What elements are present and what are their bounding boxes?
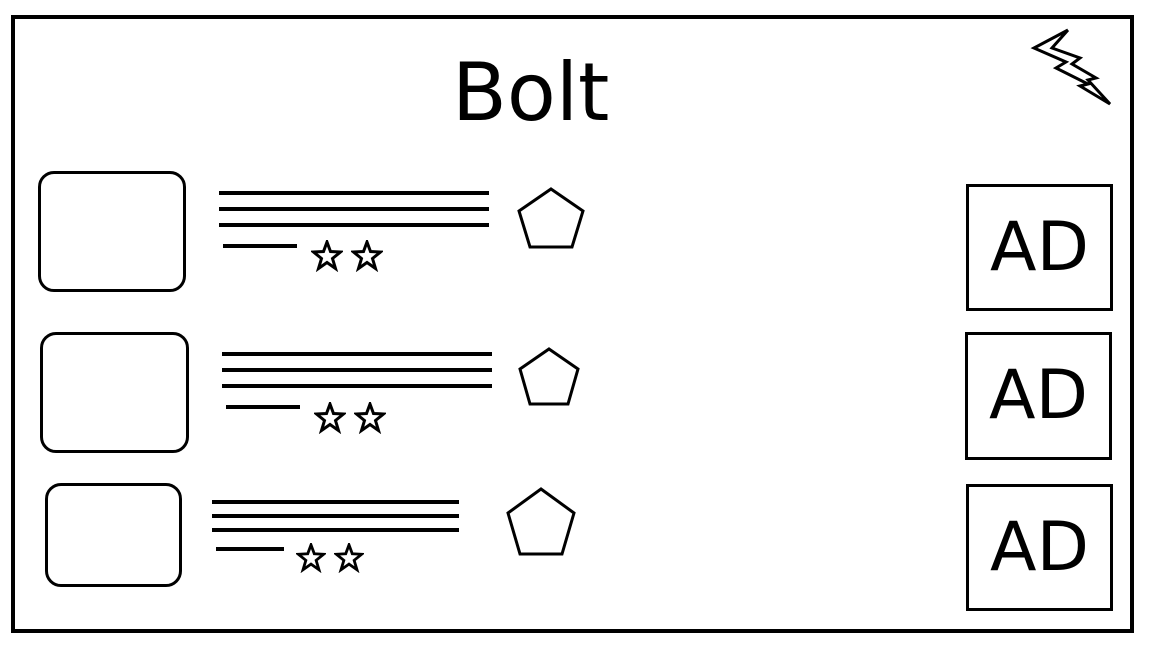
lightning-bolt-icon[interactable] [1030,28,1114,108]
app-title: Bolt [452,46,610,139]
item-text-line [222,384,492,388]
pentagon-icon[interactable] [517,347,581,407]
star-rating [314,402,386,434]
item-text-line-short [216,547,284,551]
item-text-line-short [226,405,300,409]
item-text-line [212,514,459,518]
item-text-line [222,368,492,372]
star-icon [354,402,386,434]
pentagon-icon[interactable] [516,187,586,251]
item-thumbnail[interactable] [40,332,189,453]
pentagon-icon[interactable] [505,487,577,557]
item-text-line [212,528,459,532]
ad-banner[interactable]: AD [966,484,1113,611]
item-text-line [212,500,459,504]
app-window [11,15,1134,633]
ad-label: AD [990,207,1089,287]
ad-label: AD [989,356,1088,435]
star-icon [334,543,364,573]
star-rating [311,240,383,272]
item-thumbnail[interactable] [38,171,186,292]
item-text-line-short [223,244,297,248]
item-text-line [219,223,489,227]
item-text-line [219,191,489,195]
item-text-line [222,352,492,356]
star-rating [296,543,364,573]
ad-banner[interactable]: AD [966,184,1113,311]
star-icon [351,240,383,272]
item-thumbnail[interactable] [45,483,182,587]
item-text-line [219,207,489,211]
star-icon [314,402,346,434]
ad-banner[interactable]: AD [965,332,1112,460]
star-icon [296,543,326,573]
ad-label: AD [990,507,1089,587]
star-icon [311,240,343,272]
